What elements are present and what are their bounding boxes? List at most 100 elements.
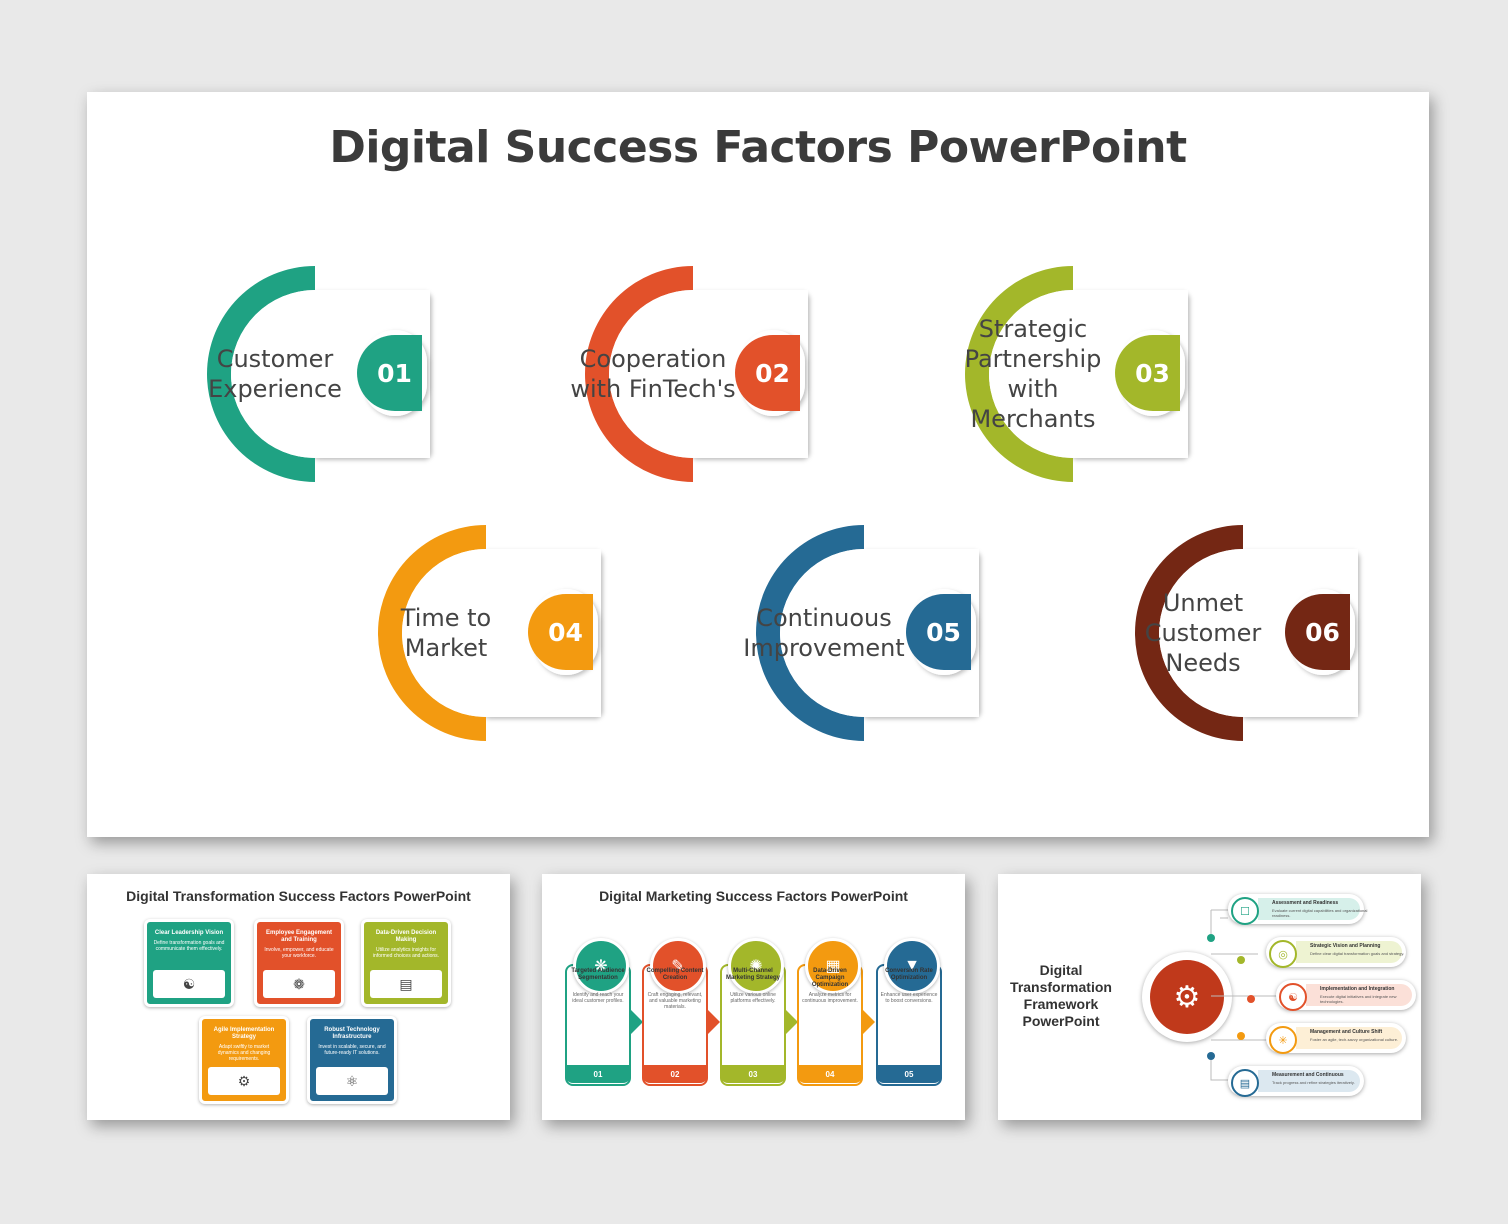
card-description: Involve, empower, and educate your workf…: [264, 947, 334, 959]
factor-item-01: Customer Experience 01: [160, 266, 435, 486]
factor-label: Cooperation with FinTech's: [570, 345, 736, 403]
factor-arc-shape: [1135, 525, 1358, 741]
step-description: Analyze metrics for continuous improveme…: [802, 992, 858, 1004]
step-number: 02: [642, 1065, 708, 1083]
step-number: 04: [797, 1065, 863, 1083]
connector-dot: [1237, 956, 1245, 964]
connector-dot: [1207, 934, 1215, 942]
framework-item-icon: ☯: [1279, 983, 1307, 1011]
framework-item-icon: ☐: [1231, 897, 1259, 925]
card-title: Data-Driven Decision Making: [375, 930, 437, 943]
card-title: Robust Technology Infrastructure: [324, 1027, 380, 1040]
factor-item-05: Continuous Improvement 05: [709, 525, 984, 745]
org-chart-icon: ☯: [153, 970, 225, 998]
factor-label: Strategic Partnership with Merchants: [964, 315, 1102, 433]
factor-number: 05: [926, 617, 961, 647]
factor-item-02: Cooperation with FinTech's 02: [538, 266, 813, 486]
ai-brain-icon: ❁: [263, 970, 335, 998]
framework-item-icon: ✳: [1269, 1026, 1297, 1054]
framework-item-title: Implementation and Integration: [1320, 986, 1395, 992]
step-title: Conversion Rate Optimization: [885, 968, 933, 981]
thumbnail-title: Digital Marketing Success Factors PowerP…: [599, 888, 908, 904]
thumbnail-transformation-framework[interactable]: Digital Transformation Framework PowerPo…: [998, 874, 1421, 1120]
framework-item-description: Track progress and refine strategies ite…: [1272, 1080, 1355, 1085]
thumbnail-title: Digital Transformation Success Factors P…: [126, 888, 471, 904]
factor-label: Time to Market: [400, 604, 492, 662]
step-number: 01: [565, 1065, 631, 1083]
framework-item-description: Define clear digital transformation goal…: [1310, 951, 1405, 956]
framework-item-description: Evaluate current digital capabilities an…: [1272, 908, 1368, 918]
factor-label: Customer Experience: [208, 345, 342, 403]
thumbnail-transformation-success[interactable]: Digital Transformation Success Factors P…: [87, 874, 510, 1120]
analytics-icon: ▦: [805, 938, 861, 994]
factor-number: 01: [377, 358, 412, 388]
step-title: Multi-Channel Marketing Strategy: [725, 968, 780, 981]
step-description: Utilize various online platforms effecti…: [730, 992, 776, 1004]
main-slide: Digital Success Factors PowerPoint Custo…: [87, 92, 1429, 837]
step-description: Craft engaging, relevant, and valuable m…: [647, 992, 703, 1010]
hub-gear-globe-icon: ⚙: [1142, 952, 1232, 1042]
factor-number: 02: [755, 358, 790, 388]
step-arrow: [706, 1008, 720, 1036]
connector-dot: [1247, 995, 1255, 1003]
network-icon: ✺: [728, 938, 784, 994]
card-description: Utilize analytics insights for informed …: [372, 947, 440, 959]
card-description: Adapt swiftly to market dynamics and cha…: [217, 1044, 271, 1062]
thumbnail-marketing-success[interactable]: Digital Marketing Success Factors PowerP…: [542, 874, 965, 1120]
factor-arc-shape: [585, 266, 808, 482]
step-description: Enhance user experience to boost convers…: [880, 992, 938, 1004]
step-arrow: [861, 1008, 875, 1036]
factor-arc-shape: [378, 525, 601, 741]
factor-arc-shape: [207, 266, 430, 482]
step-title: Data-Driven Campaign Optimization: [811, 968, 849, 988]
framework-item-description: Foster an agile, tech-savvy organization…: [1310, 1037, 1399, 1042]
card-title: Agile Implementation Strategy: [213, 1027, 275, 1040]
framework-item-title: Measurement and Continuous: [1272, 1072, 1344, 1078]
step-title: Compelling Content Creation: [646, 968, 704, 981]
card-description: Invest in scalable, secure, and future-r…: [318, 1044, 386, 1056]
factor-label: Continuous Improvement: [743, 604, 905, 662]
step-title: Targeted Audience Segmentation: [571, 968, 625, 981]
framework-item-title: Management and Culture Shift: [1310, 1029, 1383, 1035]
segments-icon: ❋: [573, 938, 629, 994]
framework-item-title: Strategic Vision and Planning: [1310, 943, 1381, 949]
slide-title: Digital Success Factors PowerPoint: [329, 122, 1187, 173]
framework-item-description: Execute digital initiatives and integrat…: [1320, 994, 1397, 1004]
step-arrow: [784, 1008, 798, 1036]
gear-target-icon: ⚙: [208, 1067, 280, 1095]
network-devices-icon: ⚛: [316, 1067, 388, 1095]
connector-lines: [1210, 909, 1278, 1081]
step-arrow: [629, 1008, 643, 1036]
factor-item-06: Unmet Customer Needs 06: [1088, 525, 1363, 745]
funnel-icon: ▼: [884, 938, 940, 994]
framework-item-icon: ▤: [1231, 1069, 1259, 1097]
presentation-board-icon: ▤: [370, 970, 442, 998]
card-title: Clear Leadership Vision: [154, 930, 224, 936]
thumbnail-title: Digital Transformation Framework PowerPo…: [1010, 962, 1112, 1029]
factor-arc-shape: [965, 266, 1188, 482]
step-number: 03: [720, 1065, 786, 1083]
step-number: 05: [876, 1065, 942, 1083]
card-description: Define transformation goals and communic…: [153, 940, 225, 952]
factor-number: 06: [1305, 617, 1340, 647]
content-icon: ✎: [650, 938, 706, 994]
connector-dot: [1237, 1032, 1245, 1040]
step-description: Identify and reach your ideal customer p…: [572, 992, 624, 1004]
factor-label: Unmet Customer Needs: [1144, 589, 1262, 677]
card-title: Employee Engagement and Training: [265, 930, 333, 943]
